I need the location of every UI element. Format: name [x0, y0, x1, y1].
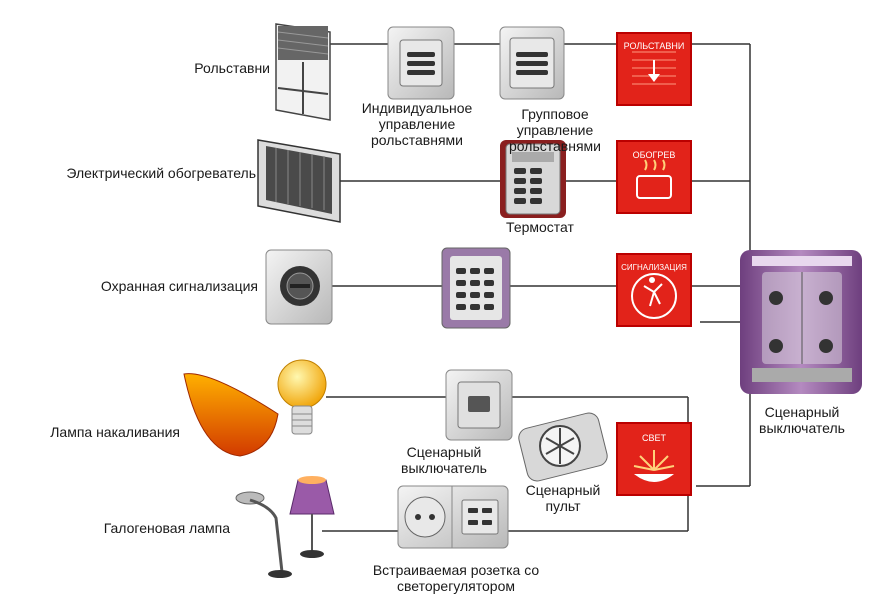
individual-control-caption: Индивидуальное управление рольставнями	[361, 100, 473, 148]
dimmer-socket-device	[397, 485, 509, 549]
scene-remote-device	[518, 412, 608, 482]
shutter-panel-title: РОЛЬСТАВНИ	[623, 41, 685, 51]
scene-switch-caption: Сценарный выключатель	[401, 444, 487, 476]
main-scene-switch-caption: Сценарный выключатель	[759, 404, 845, 436]
light-panel-title: СВЕТ	[641, 433, 666, 443]
heater-label: Электрический обогреватель	[66, 165, 256, 181]
bowl-lamp-device	[183, 373, 279, 457]
halogen-floor-lamp-device	[235, 491, 292, 578]
thermostat-caption: Термостат	[506, 219, 574, 235]
group-control-switch	[499, 26, 565, 100]
group-control-caption: Групповое управление рольставнями	[509, 106, 601, 154]
scene-switch-device	[445, 369, 513, 441]
halogen-label: Галогеновая лампа	[103, 520, 230, 536]
heating-panel	[616, 140, 692, 214]
light-bulb-device	[277, 359, 327, 435]
alarm-label: Охранная сигнализация	[100, 278, 258, 294]
socket-caption: Встраиваемая розетка со светорегулятором	[372, 562, 540, 594]
shutter-device	[275, 23, 331, 121]
alarm-panel-title: СИГНАЛИЗАЦИЯ	[621, 263, 687, 272]
heater-device	[257, 139, 341, 223]
main-scene-switch-device	[740, 250, 862, 394]
table-lamp-device	[289, 476, 335, 558]
alarm-keypad-device	[441, 247, 511, 329]
incandescent-label: Лампа накаливания	[50, 424, 180, 440]
individual-control-switch	[387, 26, 455, 100]
light-panel	[616, 422, 692, 496]
alarm-sensor-device	[265, 249, 333, 325]
alarm-panel	[616, 253, 692, 327]
heating-panel-title: ОБОГРЕВ	[632, 150, 676, 160]
shutters-label: Рольставни	[194, 60, 270, 76]
shutter-panel	[616, 32, 692, 106]
scene-remote-caption: Сценарный пульт	[525, 482, 601, 514]
thermostat-device	[500, 140, 566, 218]
